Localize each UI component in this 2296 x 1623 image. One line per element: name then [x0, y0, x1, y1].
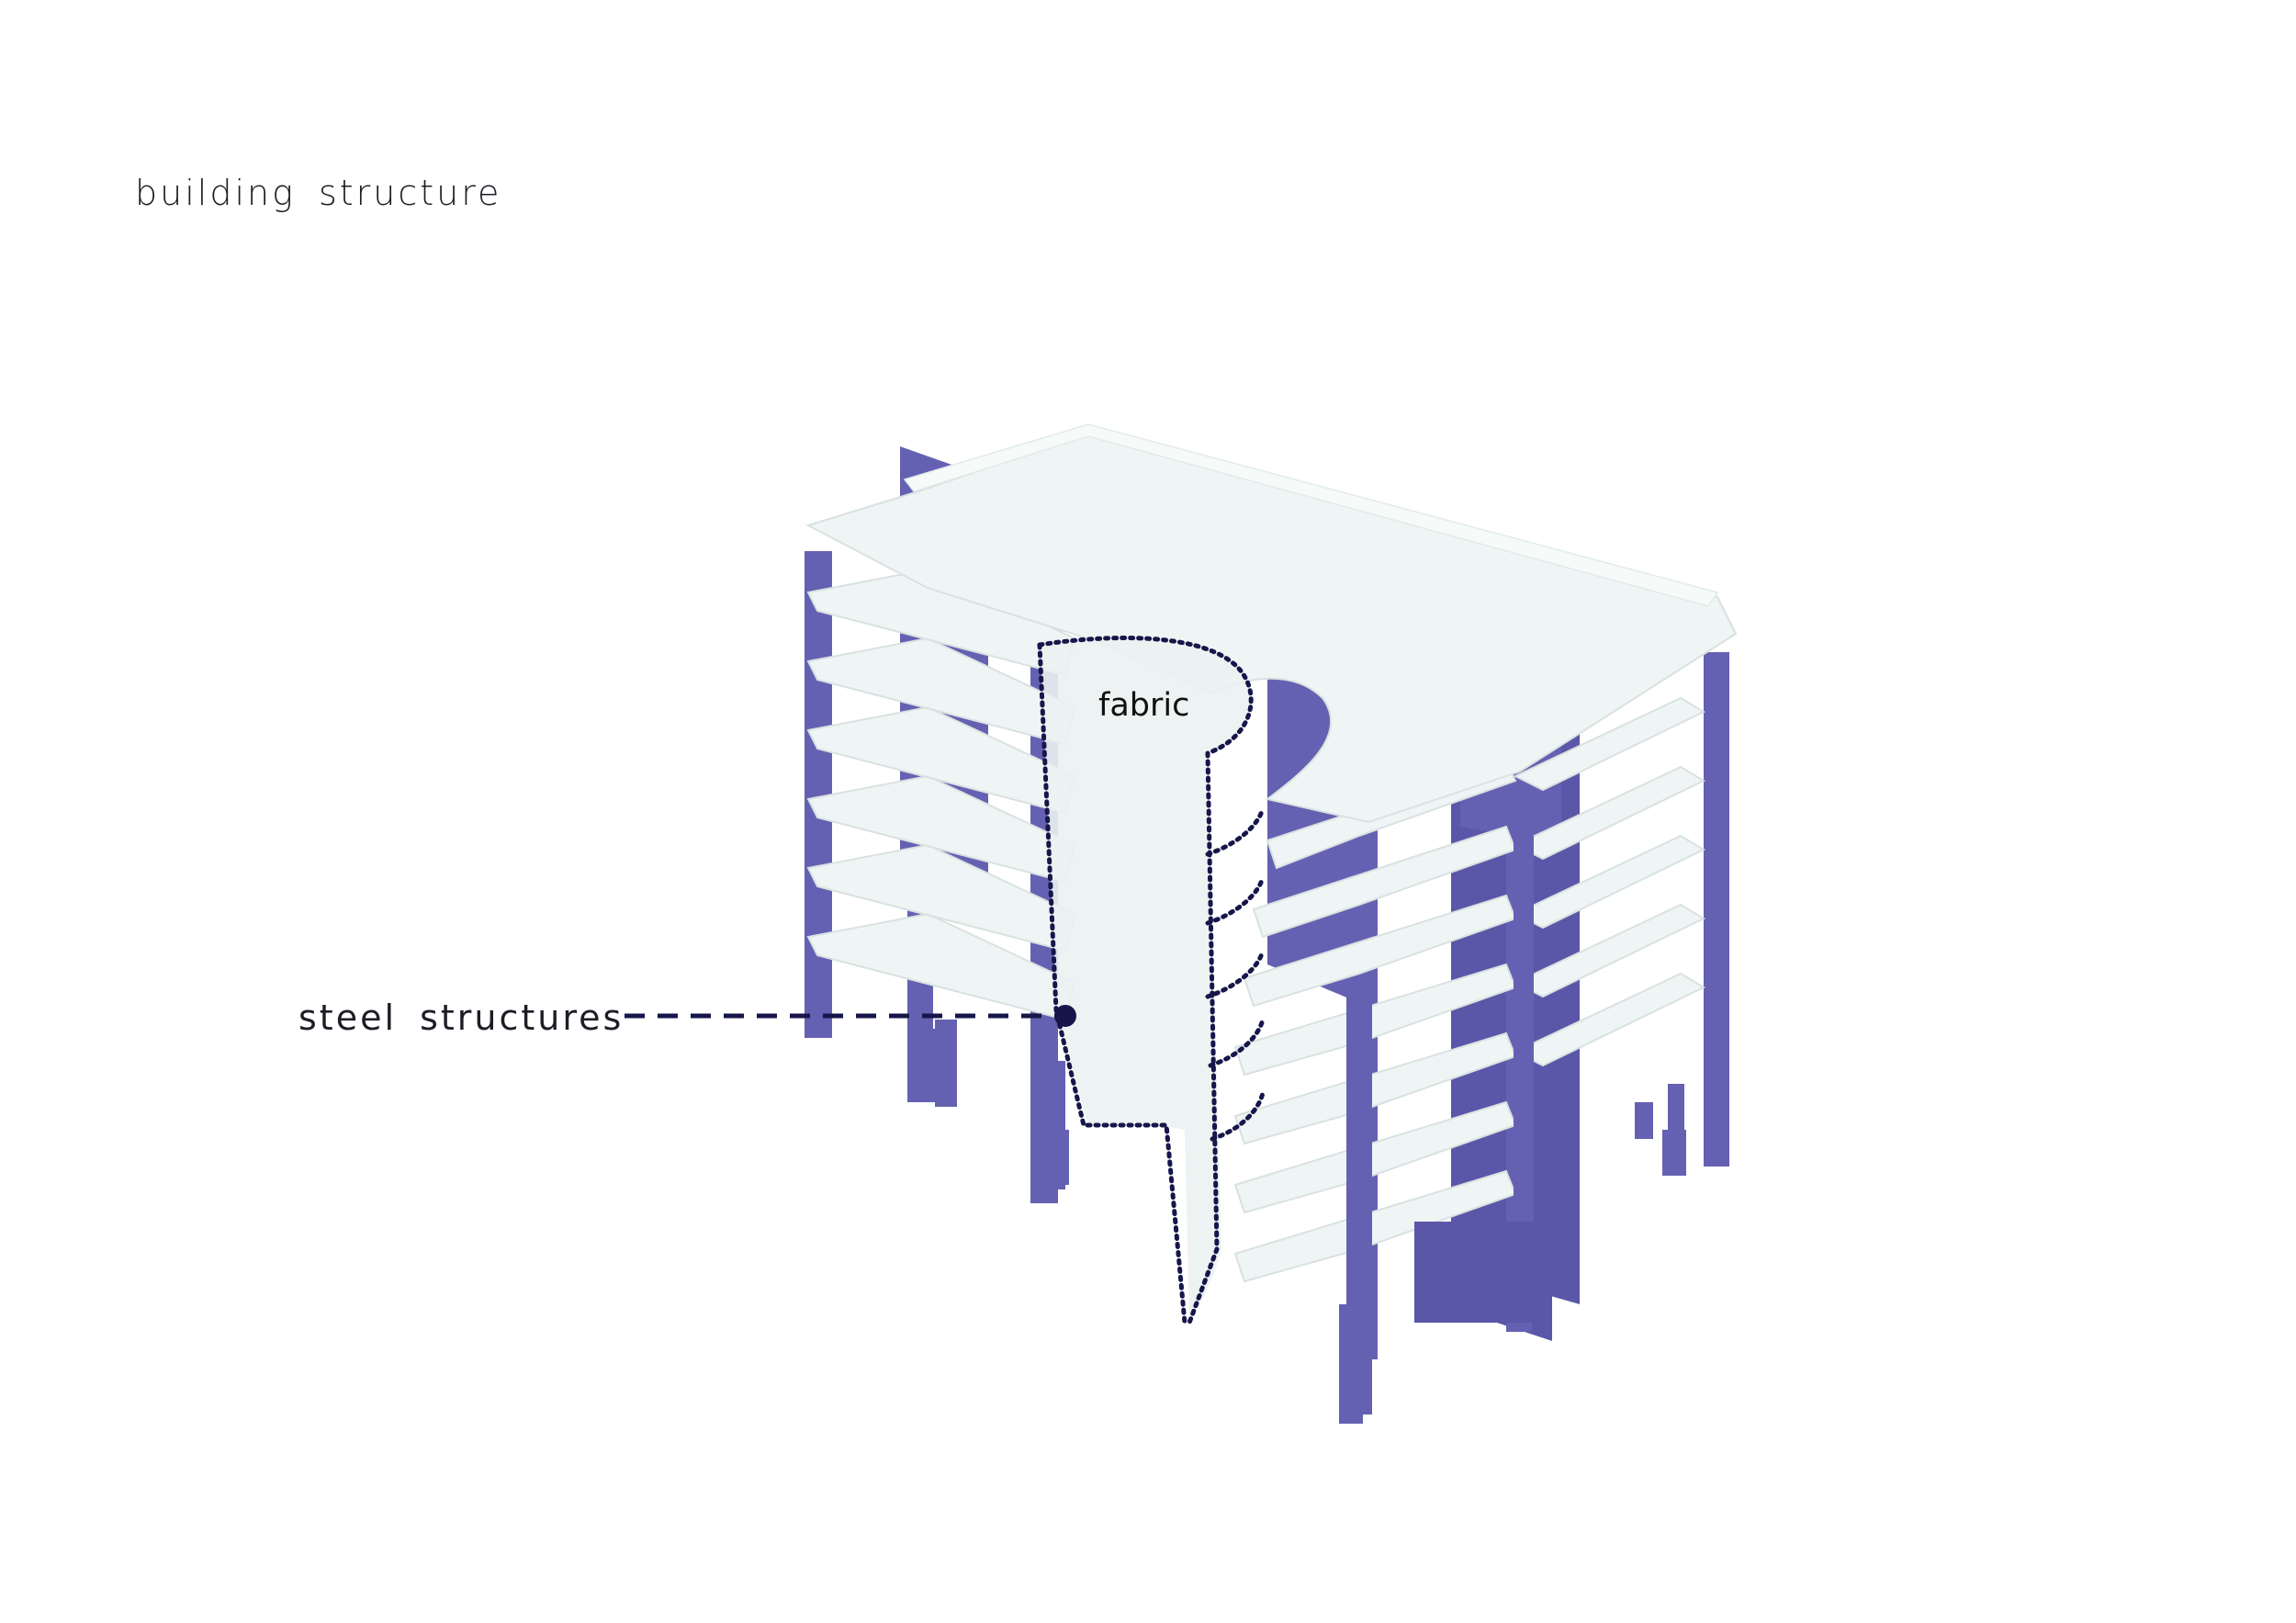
fabric-surface [1040, 637, 1252, 1323]
fabric-edge-left [1037, 636, 1254, 756]
steel-leader [625, 1005, 1076, 1027]
left-wing-slabs [806, 568, 1076, 1021]
leader-dot [1054, 1005, 1076, 1027]
column [1635, 1102, 1653, 1139]
column [1668, 1084, 1684, 1171]
slab [1252, 825, 1517, 939]
column [1414, 1222, 1552, 1323]
slab [1233, 1031, 1517, 1145]
fabric-edge-inner [1187, 750, 1220, 1325]
column [1045, 1061, 1065, 1189]
fabric-edge-outer [1037, 642, 1187, 1325]
steel-columns-front [935, 836, 1684, 1414]
column [935, 1020, 957, 1107]
roof-slab-upper [903, 423, 1719, 607]
fabric-rings [1205, 806, 1266, 1142]
column [1514, 836, 1534, 1231]
column [1704, 652, 1729, 1167]
slab [1233, 1100, 1517, 1214]
slab [1513, 696, 1706, 792]
fabric-label: fabric [1098, 687, 1190, 724]
steel-structures-label: steel structures [298, 997, 625, 1038]
column [1346, 992, 1372, 1414]
slab [1243, 894, 1517, 1008]
floor-slabs [805, 423, 1738, 1283]
front-wing-slabs [1233, 761, 1517, 1283]
fabric-tube [1037, 636, 1266, 1325]
page-title: building structure [135, 173, 502, 213]
slab [1233, 963, 1517, 1076]
